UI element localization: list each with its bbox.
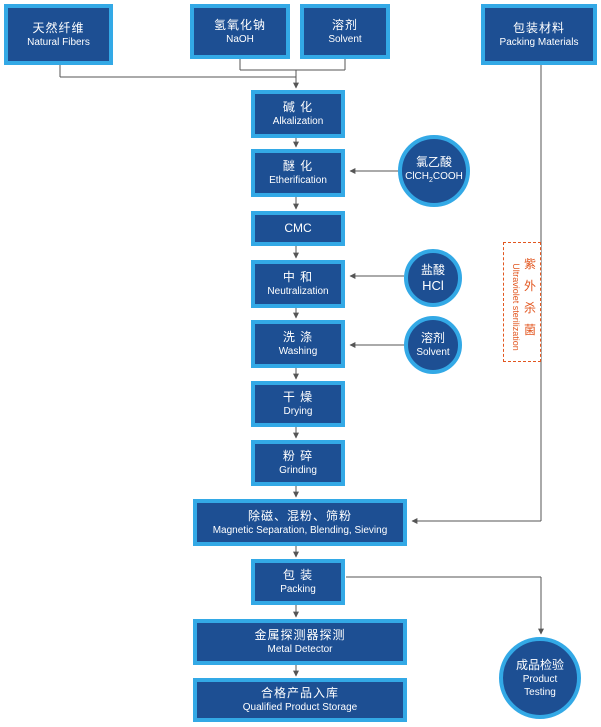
neutralization-cn: 中 和 [282,270,314,284]
magnetic-en: Magnetic Separation, Blending, Sieving [212,524,388,536]
hcl-cn: 盐酸 [420,262,445,277]
grinding-box: 粉 碎 Grinding [251,440,345,486]
uv-sterilization-cn: 紫外杀菌 [523,257,536,337]
packing-materials-box: 包装材料 Packing Materials [481,4,597,65]
solvent-en: Solvent [328,33,362,45]
solvent-box: 溶剂 Solvent [300,4,390,59]
drying-box: 干 燥 Drying [251,381,345,427]
packing-materials-cn: 包装材料 [512,20,565,35]
packing-cn: 包 装 [282,568,314,582]
product-testing-cn: 成品检验 [515,657,564,672]
solvent-circle-en: Solvent [416,347,450,358]
natural-fibers-box: 天然纤维 Natural Fibers [4,4,113,65]
product-testing-en1: Product [522,673,558,685]
hcl-en: HCl [422,277,444,293]
chloroacetic-en: ClCH2COOH [405,171,463,184]
hcl-circle: 盐酸 HCl [404,249,462,307]
product-testing-en2: Testing [524,686,556,698]
natural-fibers-cn: 天然纤维 [32,20,85,35]
washing-en: Washing [278,346,318,357]
etherification-cn: 醚 化 [282,159,314,173]
product-storage-en: Qualified Product Storage [242,702,358,713]
packing-materials-en: Packing Materials [499,36,579,48]
cmc-label: CMC [284,221,312,235]
chloroacetic-acid-circle: 氯乙酸 ClCH2COOH [398,135,470,207]
metal-detector-en: Metal Detector [267,644,333,655]
neutralization-en: Neutralization [267,286,329,297]
uv-sterilization-box: Ultraviolet sterilization 紫外杀菌 [503,242,541,362]
neutralization-box: 中 和 Neutralization [251,260,345,308]
drying-cn: 干 燥 [282,390,314,404]
uv-sterilization-en: Ultraviolet sterilization [511,263,521,351]
washing-cn: 洗 涤 [282,330,314,344]
product-storage-box: 合格产品入库 Qualified Product Storage [193,678,407,722]
etherification-box: 醚 化 Etherification [251,149,345,197]
solvent-circle: 溶剂 Solvent [404,316,462,374]
alkalization-box: 碱 化 Alkalization [251,90,345,138]
naoh-cn: 氢氧化钠 [213,17,266,32]
packing-en: Packing [280,584,316,595]
product-storage-cn: 合格产品入库 [260,686,339,700]
etherification-en: Etherification [269,175,327,186]
alkalization-en: Alkalization [272,116,324,127]
chloroacetic-cn: 氯乙酸 [415,155,452,169]
metal-detector-box: 金属探测器探测 Metal Detector [193,619,407,665]
solvent-cn: 溶剂 [331,17,358,32]
solvent-circle-cn: 溶剂 [420,331,445,345]
grinding-cn: 粉 碎 [282,449,314,463]
packing-box: 包 装 Packing [251,559,345,605]
naoh-en: NaOH [226,33,254,45]
product-testing-circle: 成品检验 Product Testing [499,637,581,719]
magnetic-separation-box: 除磁、混粉、筛粉 Magnetic Separation, Blending, … [193,499,407,546]
naoh-box: 氢氧化钠 NaOH [190,4,290,59]
natural-fibers-en: Natural Fibers [27,36,90,48]
magnetic-cn: 除磁、混粉、筛粉 [247,508,352,523]
cmc-box: CMC [251,211,345,246]
grinding-en: Grinding [279,465,317,476]
drying-en: Drying [283,406,313,417]
alkalization-cn: 碱 化 [282,100,314,114]
washing-box: 洗 涤 Washing [251,320,345,368]
metal-detector-cn: 金属探测器探测 [254,628,346,642]
